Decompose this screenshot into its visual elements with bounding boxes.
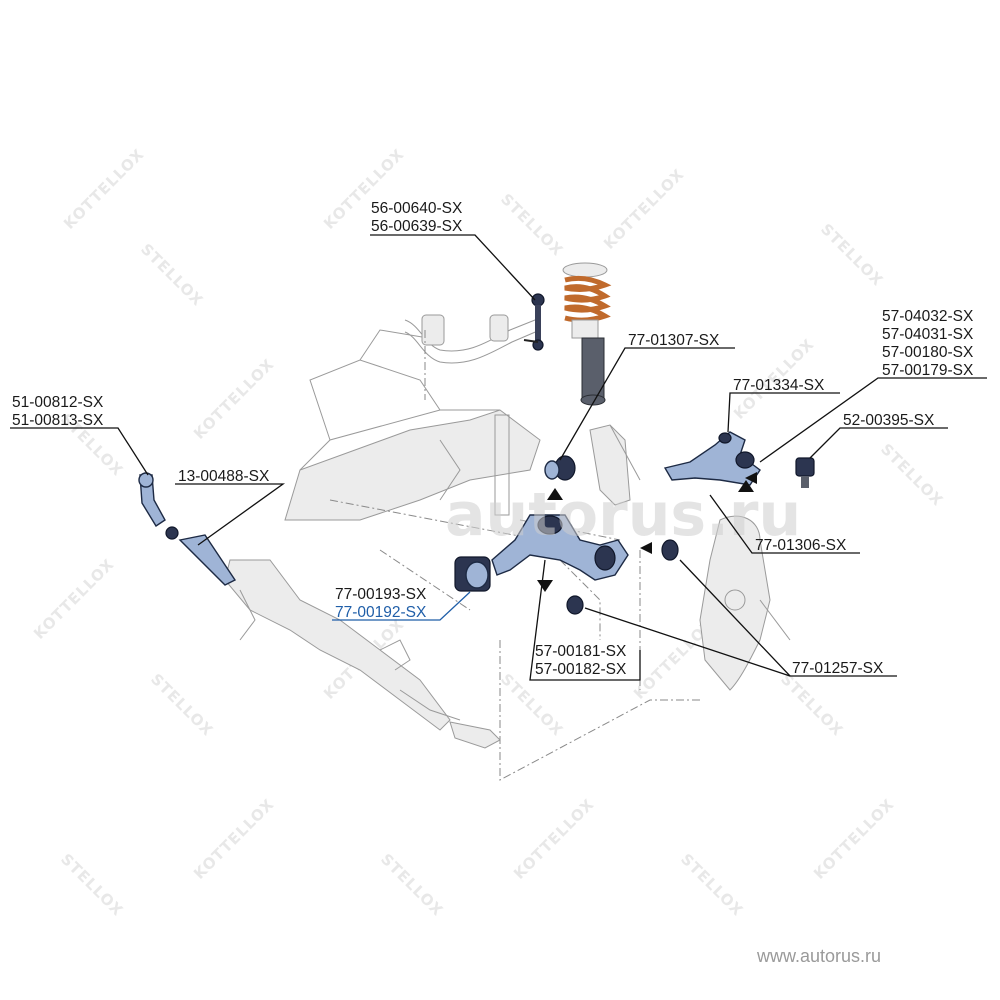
watermark-brand-a: KOTTELLOX: [810, 795, 898, 883]
label-57-00181: 57-00181-SX: [535, 643, 627, 660]
watermark-brand-a: KOTTELLOX: [30, 555, 118, 643]
site-watermark: autorus.ru: [445, 480, 801, 550]
footer-url: www.autorus.ru: [756, 946, 881, 966]
label-77-01306: 77-01306-SX: [755, 537, 847, 554]
label-51-00813: 51-00813-SX: [12, 412, 104, 429]
label-77-00192: 77-00192-SX: [335, 604, 427, 621]
label-57-04032: 57-04032-SX: [882, 308, 974, 325]
subframe-ghost: [284, 329, 541, 521]
label-56-00640: 56-00640-SX: [371, 200, 463, 217]
label-57-04031: 57-04031-SX: [882, 326, 974, 343]
label-77-00193: 77-00193-SX: [335, 586, 427, 603]
bushings: [544, 455, 679, 615]
leader-lines: [10, 234, 987, 681]
part-labels: 56-00640-SX 56-00639-SX 51-00812-SX 51-0…: [12, 200, 974, 678]
upper-control-arm: [663, 431, 761, 486]
steering-knuckle: [589, 424, 791, 691]
label-77-01257: 77-01257-SX: [792, 660, 884, 677]
watermark-brand-a: KOTTELLOX: [60, 145, 148, 233]
label-77-01334: 77-01334-SX: [733, 377, 825, 394]
watermark-brand-a: KOTTELLOX: [190, 795, 278, 883]
stabilizer-bar: [404, 314, 541, 364]
tie-rod-end: [138, 472, 179, 540]
label-57-00182: 57-00182-SX: [535, 661, 627, 678]
watermark-brand-b: STELLOX: [377, 850, 447, 920]
watermark-brand-b: STELLOX: [147, 670, 217, 740]
steering-rack: [178, 534, 501, 749]
label-57-00180: 57-00180-SX: [882, 344, 974, 361]
watermark-brand-b: STELLOX: [57, 850, 127, 920]
label-57-00179: 57-00179-SX: [882, 362, 974, 379]
label-56-00639: 56-00639-SX: [371, 218, 463, 235]
watermark-brand-a: KOTTELLOX: [190, 355, 278, 443]
watermark-brand-b: STELLOX: [817, 220, 887, 290]
watermark-brand-b: STELLOX: [497, 190, 567, 260]
watermark-brand-b: STELLOX: [877, 440, 947, 510]
label-52-00395: 52-00395-SX: [843, 412, 935, 429]
control-arm-bushing: [454, 556, 491, 592]
stabilizer-link: [523, 293, 545, 351]
watermark-brand-b: STELLOX: [777, 670, 847, 740]
ball-joint: [795, 457, 815, 488]
label-77-01307: 77-01307-SX: [628, 332, 720, 349]
arrows: [537, 472, 757, 592]
label-13-00488: 13-00488-SX: [178, 468, 270, 485]
strut-assembly: [562, 262, 612, 406]
watermark-brand-a: KOTTELLOX: [600, 165, 688, 253]
label-51-00812: 51-00812-SX: [12, 394, 104, 411]
lower-control-arm: [491, 514, 629, 581]
watermark-brand-a: KOTTELLOX: [510, 795, 598, 883]
watermark-brand-b: STELLOX: [677, 850, 747, 920]
watermark-brand-b: STELLOX: [137, 240, 207, 310]
